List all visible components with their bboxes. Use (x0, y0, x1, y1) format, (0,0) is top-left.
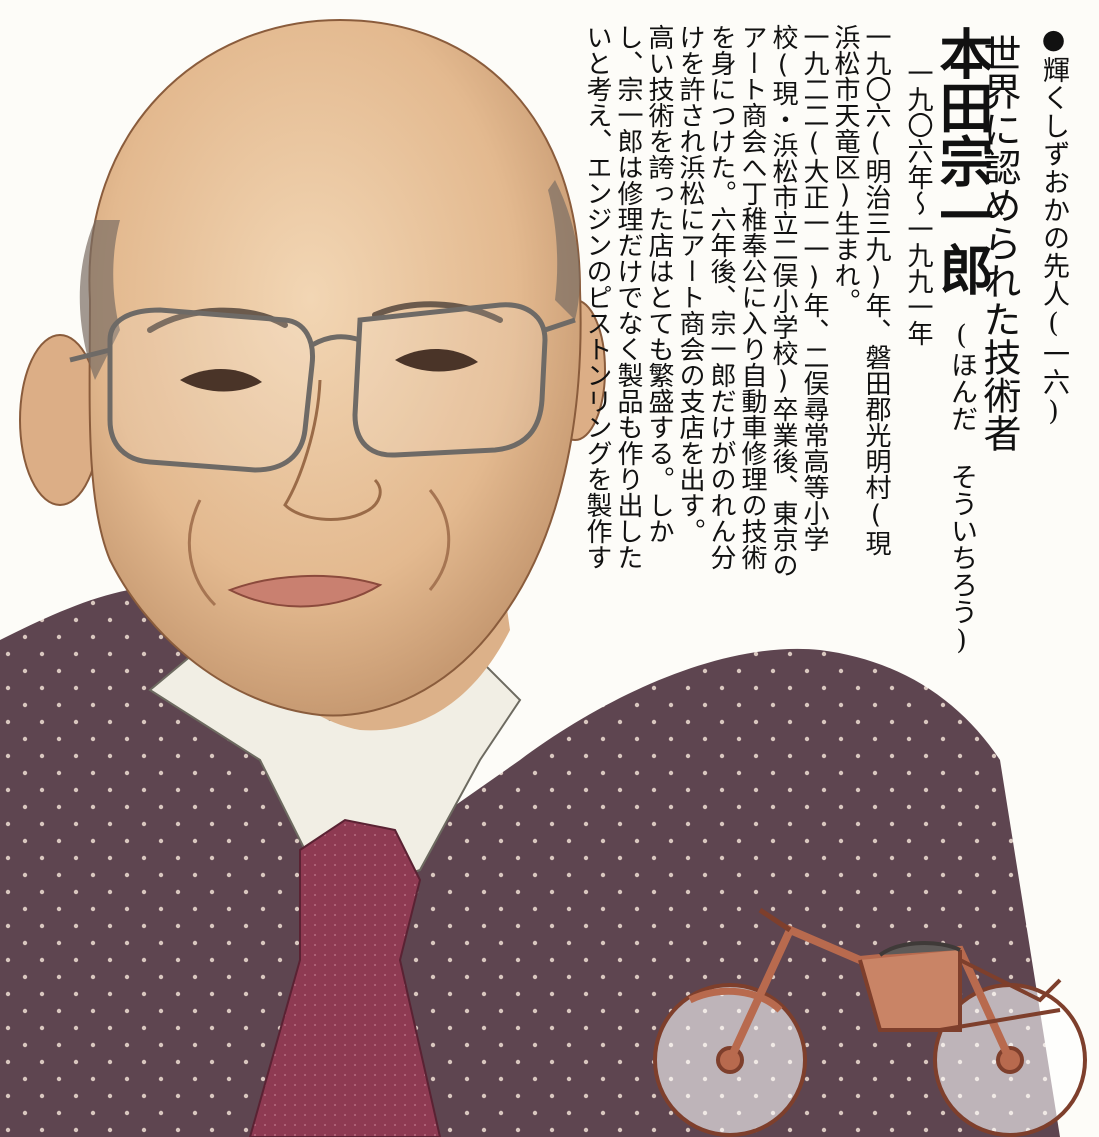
article-title: 世界に認められた技術者 (977, 34, 1021, 452)
body-line: けを許され浜松にアート商会の支店を出す。 (675, 24, 705, 544)
body-line: 一九〇六(明治三九)年、磐田郡光明村(現 (861, 24, 891, 556)
jacket (0, 586, 1060, 1137)
body-line: いと考え、エンジンのピストンリングを製作す (582, 24, 612, 570)
body-line: 浜松市天竜区)生まれ。 (830, 24, 860, 314)
side-hair-right (548, 180, 580, 320)
body-line: し、宗一郎は修理だけでなく製品も作り出した (613, 24, 643, 570)
body-line: 一九二二(大正一一)年、二俣尋常高等小学 (799, 24, 829, 552)
head (88, 18, 582, 717)
body-line: アート商会へ丁稚奉公に入り自動車修理の技術 (737, 24, 767, 570)
mouth (227, 574, 383, 608)
left-ear (19, 334, 101, 506)
left-eye (180, 368, 262, 392)
right-eyebrow (372, 301, 503, 323)
motorcycle-illustration (653, 907, 1087, 1137)
necktie (248, 818, 442, 1137)
series-heading: ●輝くしずおかの先人(一六) (1038, 24, 1069, 428)
person-name: 本田宗一郎 (930, 26, 993, 296)
body-line: を身につけた。六年後、宗一郎だけがのれん分 (706, 24, 736, 570)
body-line: 校(現・浜松市立二俣小学校)卒業後、東京の (768, 24, 798, 578)
person-name-block: 本田宗一郎 (ほんだ そういちろう) (930, 26, 993, 656)
name-reading: (ほんだ そういちろう) (946, 320, 977, 656)
lifespan-years: 一九〇六年〜一九九一年 (903, 60, 933, 346)
article-body: 一九〇六(明治三九)年、磐田郡光明村(現 浜松市天竜区)生まれ。 一九二二(大正… (581, 24, 891, 584)
nose (283, 379, 382, 521)
right-eye (395, 348, 478, 372)
body-line: 高い技術を誇った店はとても繁盛する。しか (644, 24, 674, 544)
